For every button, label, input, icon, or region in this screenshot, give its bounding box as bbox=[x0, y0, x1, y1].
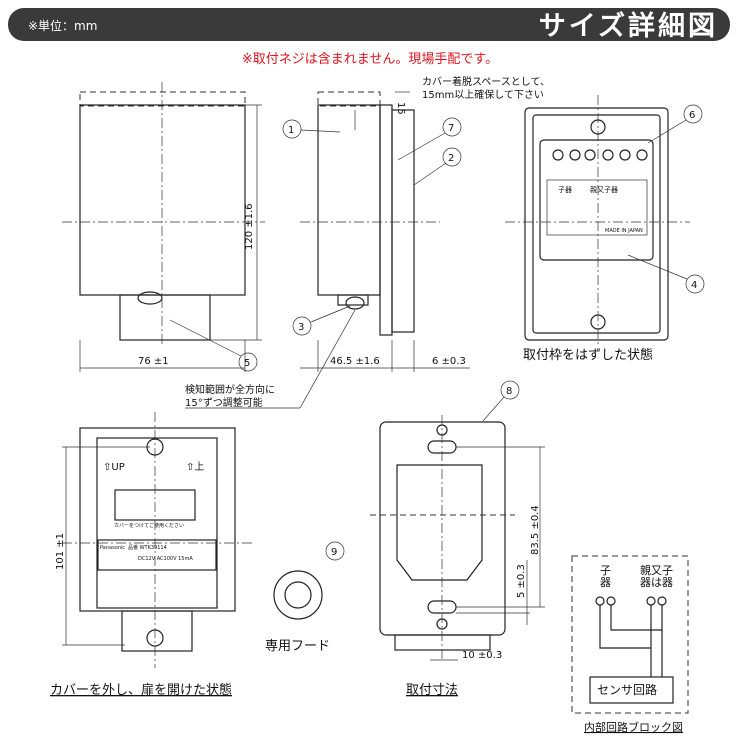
spec-label: DC12V AC100V 15mA bbox=[138, 556, 193, 562]
svg-text:3: 3 bbox=[298, 322, 304, 333]
svg-text:7: 7 bbox=[448, 123, 454, 134]
circuit-parent-2: 器は器 bbox=[640, 576, 673, 589]
cover-open-view: ⇧UP ⇧上 カバーをつけてご使用ください Panasonic 品番 WTK39… bbox=[50, 412, 255, 698]
dim-cover: 15 bbox=[395, 102, 406, 115]
side-view: 15 カバー着脱スペースとして、 15mm以上確保して下さい 46.5 ±1.6… bbox=[185, 75, 550, 409]
caption-mount: 取付寸法 bbox=[406, 683, 458, 698]
mounting-plate-view: 83.5 ±0.4 5 ±0.3 10 ±0.3 取付寸法 bbox=[370, 415, 545, 698]
svg-text:2: 2 bbox=[448, 153, 454, 164]
dim-height: 120 ±1.6 bbox=[244, 203, 255, 250]
header-bar bbox=[8, 8, 730, 41]
svg-text:8: 8 bbox=[506, 386, 512, 397]
dim-slot: 5 ±0.3 bbox=[516, 564, 527, 598]
page-title: サイズ詳細図 bbox=[538, 11, 718, 42]
svg-text:5: 5 bbox=[244, 358, 250, 369]
cover-space-note: カバー着脱スペースとして、 bbox=[422, 75, 550, 88]
brand-label: Panasonic bbox=[100, 545, 125, 551]
svg-text:1: 1 bbox=[288, 125, 294, 136]
unit-label: ※単位：mm bbox=[28, 19, 98, 33]
callout-4: 4 bbox=[627, 254, 705, 294]
up-jp-label: ⇧上 bbox=[186, 461, 204, 473]
circuit-parent-1: 親又子 bbox=[640, 564, 673, 577]
up-label: ⇧UP bbox=[103, 462, 125, 473]
circuit-diagram: 子 器 親又子 器は器 センサ回路 内部回路ブロック図 bbox=[571, 555, 689, 734]
made-label: MADE IN JAPAN bbox=[605, 228, 643, 234]
detect-note: 検知範囲が全方向に bbox=[185, 383, 275, 396]
dim-slot-width: 10 ±0.3 bbox=[462, 650, 502, 661]
caption-circuit: 内部回路ブロック図 bbox=[584, 720, 683, 734]
terminal-parent-label: 親又子器 bbox=[590, 185, 618, 194]
callout-1: 1 bbox=[282, 119, 341, 139]
circuit-child-2: 器 bbox=[600, 576, 611, 589]
caption-hood: 専用フード bbox=[265, 639, 330, 654]
sensor-circuit-label: センサ回路 bbox=[597, 682, 657, 697]
detect-note-2: 15°ずつ調整可能 bbox=[185, 396, 263, 409]
cover-notice: カバーをつけてご使用ください bbox=[114, 522, 184, 529]
caption-cover-open: カバーを外し、扉を開けた状態 bbox=[50, 682, 232, 698]
callout-9: 9 bbox=[325, 541, 345, 561]
model-label: 品番 WTK39114 bbox=[128, 544, 167, 551]
caption-frame-removed: 取付枠をはずした状態 bbox=[523, 347, 653, 363]
dim-pitch: 83.5 ±0.4 bbox=[530, 505, 541, 555]
svg-text:6: 6 bbox=[689, 110, 695, 121]
callout-6: 6 bbox=[647, 104, 703, 144]
dim-inner-height: 101 ±1 bbox=[55, 533, 66, 570]
callout-3: 3 bbox=[292, 305, 351, 336]
terminal-child-label: 子器 bbox=[558, 186, 572, 194]
front-view: 120 ±1.6 76 ±1 bbox=[62, 82, 265, 372]
dim-width: 76 ±1 bbox=[138, 356, 169, 367]
hood-view: 専用フード bbox=[265, 570, 330, 654]
frame-removed-view: 子器 親又子器 MADE IN JAPAN 取付枠をはずした状態 bbox=[505, 95, 690, 363]
svg-text:9: 9 bbox=[331, 547, 337, 558]
svg-text:4: 4 bbox=[691, 280, 697, 291]
screw-note: ※取付ネジは含まれません。現場手配です。 bbox=[241, 52, 499, 67]
callout-8: 8 bbox=[482, 380, 520, 422]
dim-depth: 46.5 ±1.6 bbox=[330, 356, 380, 367]
cover-space-note-2: 15mm以上確保して下さい bbox=[422, 88, 544, 101]
dim-plate: 6 ±0.3 bbox=[432, 356, 466, 367]
callout-7: 7 bbox=[397, 117, 462, 161]
callout-5: 5 bbox=[169, 319, 258, 372]
callout-2: 2 bbox=[413, 147, 462, 186]
circuit-child-1: 子 bbox=[600, 564, 611, 577]
part-callouts: 1 7 2 3 5 6 4 8 9 bbox=[169, 104, 705, 561]
